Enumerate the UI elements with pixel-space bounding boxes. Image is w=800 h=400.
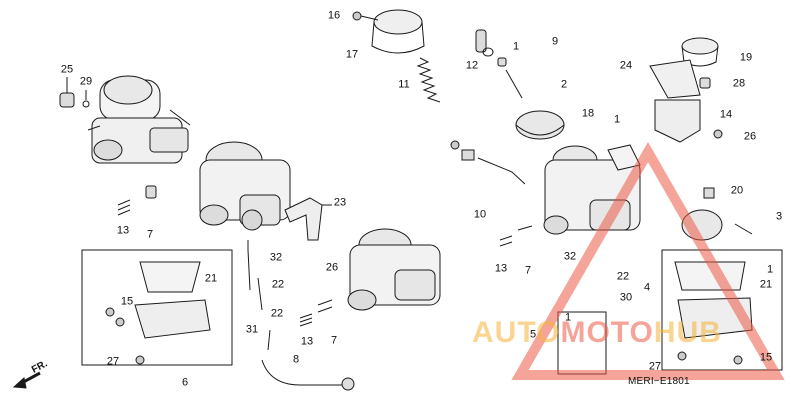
callout-22-mid: 22 bbox=[270, 307, 284, 320]
callout-21-right: 21 bbox=[759, 278, 773, 291]
callout-18: 18 bbox=[581, 107, 595, 120]
callout-30: 30 bbox=[619, 291, 633, 304]
callout-9: 9 bbox=[551, 35, 559, 48]
callout-1-top: 1 bbox=[512, 40, 520, 53]
callout-32-left: 32 bbox=[269, 251, 283, 264]
callout-15-left: 15 bbox=[120, 295, 134, 308]
callout-6: 6 bbox=[181, 376, 189, 389]
callout-20: 20 bbox=[730, 184, 744, 197]
callout-24: 24 bbox=[619, 59, 633, 72]
callout-26-mid: 26 bbox=[325, 261, 339, 274]
callout-27-right: 27 bbox=[648, 360, 662, 373]
callout-7-right: 7 bbox=[524, 264, 532, 277]
callout-4: 4 bbox=[643, 281, 651, 294]
callout-27-left: 27 bbox=[106, 355, 120, 368]
callout-5: 5 bbox=[529, 328, 537, 341]
watermark-part2: MOTO bbox=[560, 316, 654, 349]
callout-17: 17 bbox=[345, 48, 359, 61]
pump-cover-drawing bbox=[649, 37, 719, 99]
watermark-part1: AUTO bbox=[472, 316, 561, 349]
carburetor-front-left-drawing bbox=[199, 141, 291, 231]
callout-11: 11 bbox=[398, 78, 410, 91]
watermark-logo: AUTOMOTOHUB bbox=[472, 316, 722, 350]
callout-28: 28 bbox=[732, 77, 746, 90]
watermark-part3: HUB bbox=[653, 316, 722, 349]
callout-31: 31 bbox=[245, 323, 259, 336]
float-chamber-left-drawing bbox=[81, 249, 233, 366]
callout-19: 19 bbox=[739, 51, 753, 64]
callout-13-left: 13 bbox=[116, 224, 130, 237]
callout-16: 16 bbox=[327, 9, 341, 22]
callout-32-right: 32 bbox=[563, 250, 577, 263]
diagram-code: MERI−E1801 bbox=[628, 376, 690, 387]
spring-drawing bbox=[416, 57, 441, 103]
callout-21-left: 21 bbox=[204, 272, 218, 285]
callout-1-box: 1 bbox=[564, 311, 572, 324]
watermark-triangle bbox=[511, 141, 785, 380]
callout-8: 8 bbox=[292, 353, 300, 366]
callout-26-right: 26 bbox=[743, 130, 757, 143]
callout-13-mid: 13 bbox=[300, 335, 314, 348]
callout-25: 25 bbox=[60, 63, 74, 76]
callout-7-mid: 7 bbox=[330, 334, 338, 347]
top-cover-drawing bbox=[352, 9, 425, 54]
plug-part-drawing bbox=[59, 92, 75, 108]
callout-3: 3 bbox=[775, 210, 783, 223]
callout-29: 29 bbox=[79, 75, 93, 88]
carburetor-front-right-drawing bbox=[347, 228, 441, 311]
callout-1-float: 1 bbox=[766, 263, 774, 276]
callout-2: 2 bbox=[560, 78, 568, 91]
callout-23: 23 bbox=[333, 196, 347, 209]
callout-10: 10 bbox=[473, 208, 487, 221]
callout-14: 14 bbox=[719, 108, 733, 121]
callout-12: 12 bbox=[465, 59, 479, 72]
callout-22-right: 22 bbox=[616, 270, 630, 283]
carburetor-rear-left-drawing bbox=[87, 75, 191, 164]
callout-1-right: 1 bbox=[613, 113, 621, 126]
callout-13-right: 13 bbox=[494, 262, 508, 275]
callout-22-left: 22 bbox=[271, 278, 285, 291]
callout-7-left: 7 bbox=[146, 228, 154, 241]
callout-15-right: 15 bbox=[759, 351, 773, 364]
